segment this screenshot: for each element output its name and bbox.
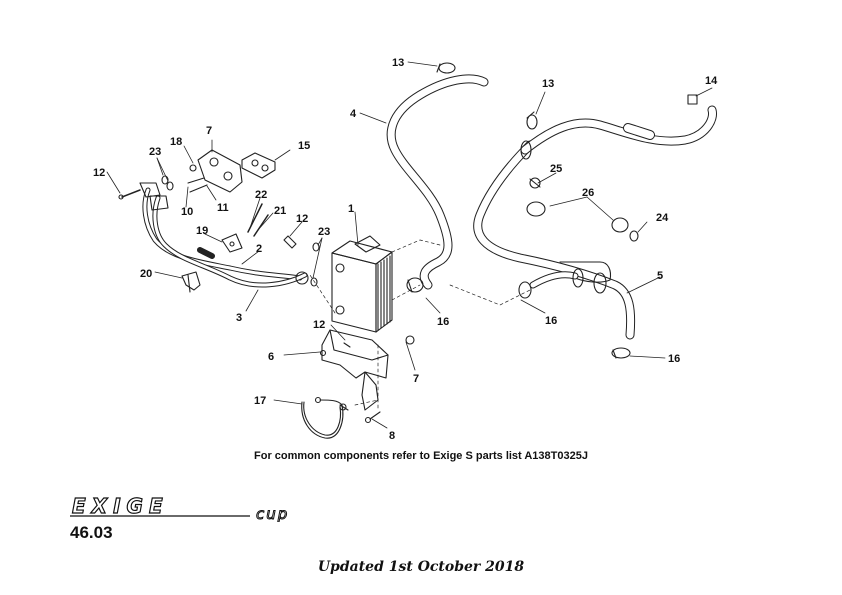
updated-date: Updated 1st October 2018 — [317, 559, 525, 575]
callout-7: 7 — [413, 373, 419, 385]
callout-4: 4 — [350, 108, 357, 120]
hose-upper-right — [520, 94, 717, 160]
washer-18 — [189, 164, 197, 172]
callout-labels: 13 13 14 4 1 5 16 16 16 24 25 26 15 7 18… — [93, 57, 718, 442]
callout-5: 5 — [657, 270, 663, 282]
callout-14: 14 — [705, 75, 718, 87]
callout-13: 13 — [542, 78, 554, 90]
flange-15 — [241, 152, 276, 179]
flange-7 — [187, 149, 243, 193]
clip-19 — [221, 233, 243, 253]
callout-24: 24 — [656, 212, 669, 224]
hose-clips — [406, 62, 639, 359]
bracket-6 — [319, 329, 389, 411]
callout-15: 15 — [298, 140, 310, 152]
exige-cup-logo: EXIGE cup — [70, 496, 289, 522]
callout-26: 26 — [582, 187, 594, 199]
oil-pipe-3 — [139, 182, 309, 288]
hose-4 — [386, 74, 489, 290]
callout-16: 16 — [668, 353, 680, 365]
callout-11: 11 — [217, 202, 229, 214]
callout-21: 21 — [274, 205, 286, 217]
clip-20 — [181, 271, 201, 293]
callout-19: 19 — [196, 225, 208, 237]
callout-13: 13 — [392, 57, 404, 69]
o-rings-23 — [161, 175, 320, 287]
hose-5 — [473, 140, 636, 340]
pipe-17 — [301, 396, 349, 439]
callout-1: 1 — [348, 203, 354, 215]
callout-23: 23 — [318, 226, 330, 238]
callout-17: 17 — [254, 395, 266, 407]
callout-12: 12 — [313, 319, 325, 331]
callout-20: 20 — [140, 268, 152, 280]
callout-25: 25 — [550, 163, 562, 175]
common-components-note: For common components refer to Exige S p… — [254, 450, 588, 462]
leader-lines — [106, 61, 713, 429]
sheet-number: 46.03 — [70, 523, 113, 542]
svg-text:cup: cup — [256, 505, 289, 522]
callout-12: 12 — [93, 167, 105, 179]
callout-10: 10 — [181, 206, 193, 218]
callout-8: 8 — [389, 430, 395, 442]
oil-cooler-1 — [331, 235, 393, 333]
callout-16: 16 — [545, 315, 557, 327]
callout-16: 16 — [437, 316, 449, 328]
fasteners — [118, 189, 415, 424]
callout-3: 3 — [236, 312, 242, 324]
callout-23: 23 — [149, 146, 161, 158]
callout-12: 12 — [296, 213, 308, 225]
svg-text:EXIGE: EXIGE — [72, 496, 169, 518]
callout-6: 6 — [268, 351, 274, 363]
callout-7: 7 — [206, 125, 212, 137]
callout-18: 18 — [170, 136, 182, 148]
callout-2: 2 — [256, 243, 262, 255]
callout-22: 22 — [255, 189, 267, 201]
